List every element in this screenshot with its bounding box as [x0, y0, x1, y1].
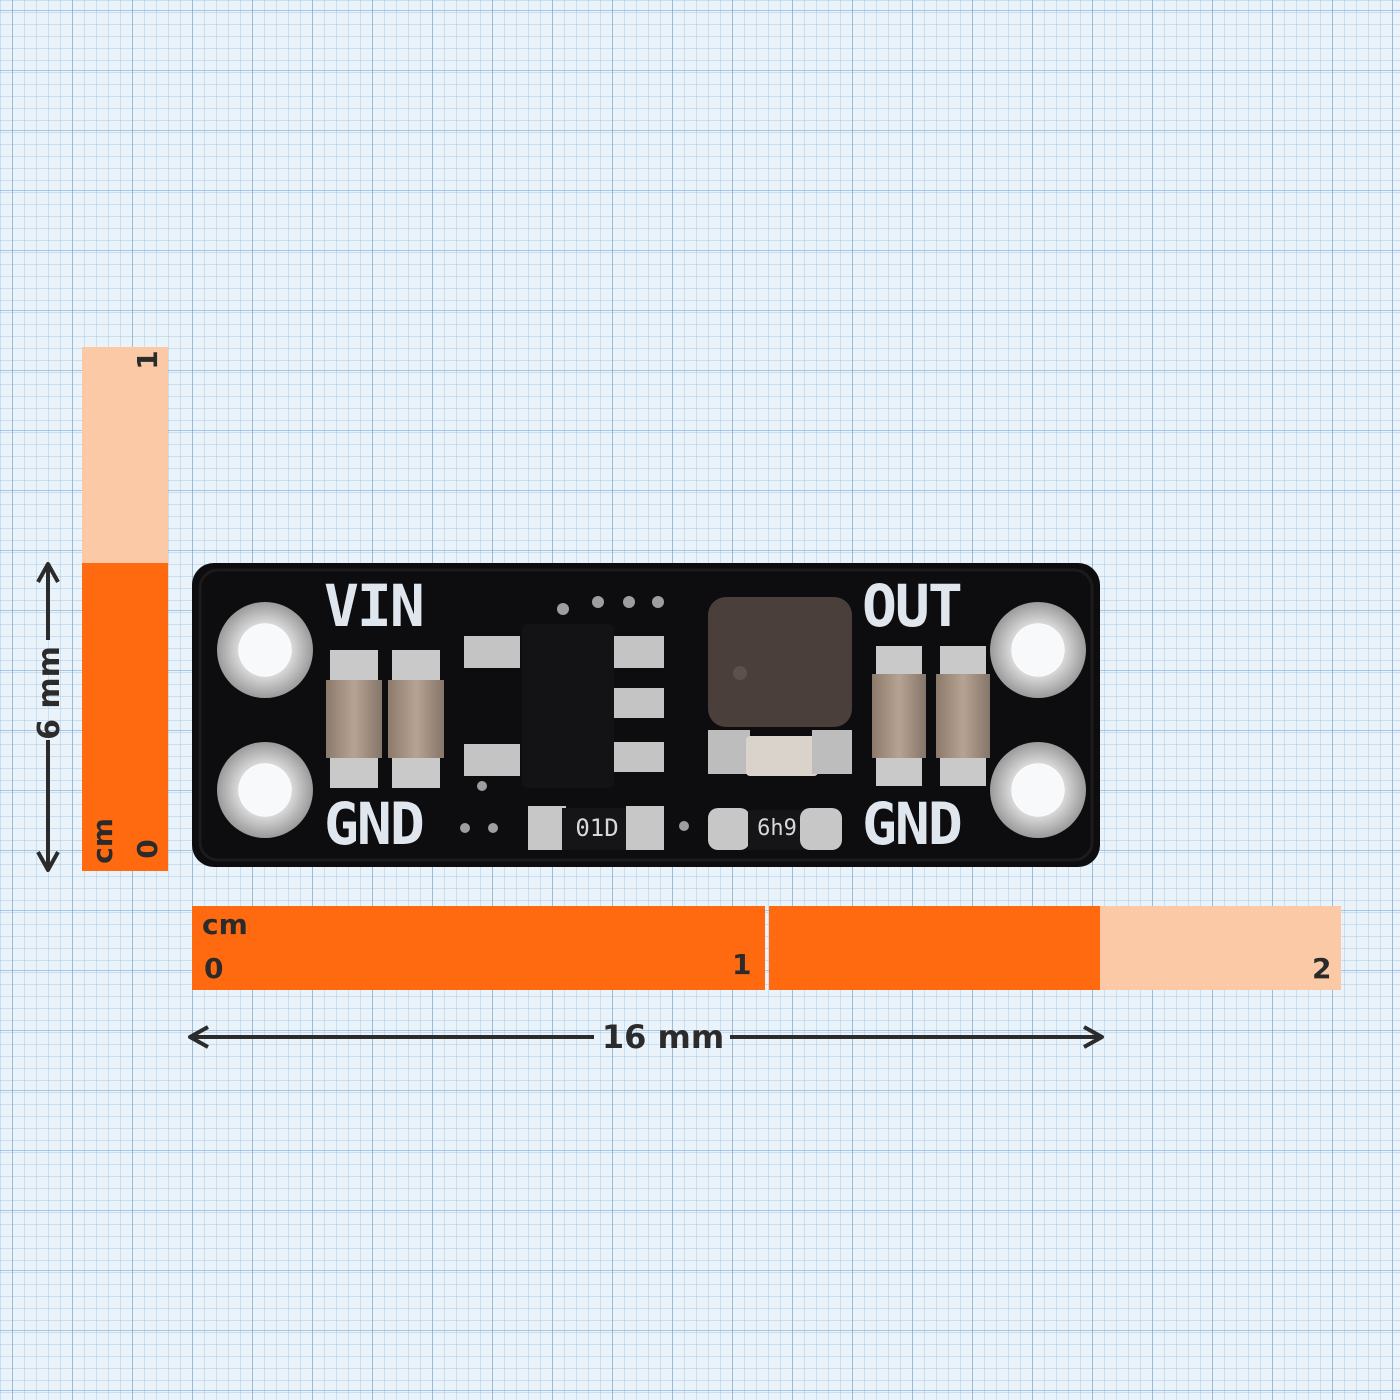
inductor	[708, 597, 852, 727]
horizontal-ruler-light-segment	[1100, 906, 1341, 990]
out-label: OUT	[862, 572, 963, 640]
vin-pad-hole	[217, 602, 313, 698]
resistor-2	[708, 808, 842, 850]
gnd-left-label: GND	[324, 790, 425, 858]
regulator-ic	[464, 624, 664, 788]
gnd-right-label: GND	[862, 790, 963, 858]
vias	[460, 596, 689, 833]
resistor-1-marking: 01D	[575, 814, 619, 842]
vin-label: VIN	[324, 572, 425, 640]
horizontal-ruler-tick-0: 0	[204, 952, 224, 985]
horizontal-ruler-dark-segment-2	[769, 906, 1100, 990]
output-capacitor-1	[872, 646, 926, 786]
output-capacitor-2	[936, 646, 990, 786]
vertical-ruler-light-segment	[82, 347, 168, 563]
input-capacitor-2	[388, 650, 444, 788]
horizontal-ruler-tick-2: 2	[1312, 952, 1332, 985]
input-capacitor-1	[326, 650, 382, 788]
out-pad-hole	[990, 602, 1086, 698]
resistor-1	[528, 806, 664, 850]
width-dimension-label: 16 mm	[601, 1018, 725, 1056]
diode-component	[708, 730, 852, 776]
gnd-left-pad-hole	[217, 742, 313, 838]
height-dimension-arrow	[36, 562, 60, 872]
width-dimension-arrow	[188, 1025, 1104, 1049]
resistor-2-marking: 6h9	[757, 816, 797, 841]
horizontal-ruler-tick-1: 1	[732, 948, 752, 981]
horizontal-ruler-unit: cm	[202, 908, 248, 941]
gnd-right-pad-hole	[990, 742, 1086, 838]
horizontal-ruler-dark-segment	[192, 906, 765, 990]
vertical-ruler-dark-segment	[82, 563, 168, 871]
